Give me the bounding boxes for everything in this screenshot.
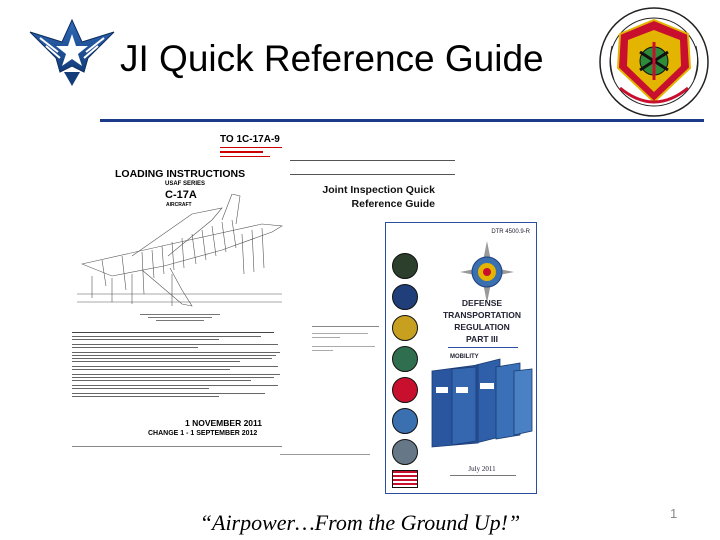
- joint-guide-document: Joint Inspection Quick Reference Guide: [280, 150, 465, 455]
- air-force-seal-icon: [392, 377, 418, 403]
- supplement-block: [220, 147, 282, 158]
- body-text-lines: [72, 332, 282, 399]
- army-seal-icon: [392, 253, 418, 279]
- page-number: 1: [670, 506, 678, 521]
- flag-icon: [392, 470, 418, 488]
- dla-seal-icon: [392, 439, 418, 465]
- binders-image: [431, 358, 533, 448]
- dtr-title-underline: [448, 347, 518, 348]
- aircraft-drawing: [77, 194, 283, 307]
- dtr-date-note: [450, 475, 516, 476]
- loading-date: 1 NOVEMBER 2011: [185, 418, 263, 428]
- loading-change: CHANGE 1 - 1 SEPTEMBER 2012: [148, 430, 258, 437]
- joint-guide-title-line2: Reference Guide: [351, 198, 435, 210]
- guide-top-line-2: [290, 174, 455, 175]
- title-divider: [100, 119, 704, 122]
- dtr-title-line2: TRANSPORTATION: [442, 310, 522, 320]
- dtr-subtitle: MOBILITY: [450, 354, 479, 360]
- marine-seal-icon: [392, 315, 418, 341]
- page-title: JI Quick Reference Guide: [120, 38, 544, 79]
- slogan: “Airpower…From the Ground Up!”: [199, 510, 521, 535]
- dtr-date: July 2011: [468, 465, 496, 473]
- loading-instructions-document: TO 1C-17A-9 LOADING INSTRUCTIONS USAF SE…: [70, 126, 285, 461]
- loading-heading: LOADING INSTRUCTIONS: [115, 168, 246, 180]
- joint-guide-title-line1: Joint Inspection Quick: [322, 184, 435, 196]
- guide-top-line: [290, 160, 455, 161]
- footer-line: [72, 446, 282, 447]
- navy-seal-icon: [392, 284, 418, 310]
- service-seals: [392, 253, 422, 488]
- aircraft-sub-label: AIRCRAFT: [166, 202, 192, 208]
- dtr-title-line1: DEFENSE: [461, 298, 503, 308]
- coast-guard-seal-icon: [392, 346, 418, 372]
- dtr-title-line4: PART III: [466, 334, 498, 344]
- dod-seal-icon: [460, 241, 514, 303]
- dtr-document: DTR 4500.9-R DEFENSE TRANSPORTATION REGU…: [385, 222, 537, 494]
- command-seal-icon: [599, 7, 709, 117]
- series-label: USAF SERIES: [165, 181, 206, 187]
- guide-contact-lines: [312, 326, 382, 354]
- air-force-wings-icon: [29, 18, 115, 86]
- dtr-title-line3: REGULATION: [454, 322, 510, 332]
- to-number: TO 1C-17A-9: [220, 134, 280, 145]
- guide-bottom-line: [280, 454, 370, 455]
- aircraft-caption: [140, 312, 220, 323]
- aircraft-label: C-17A: [165, 189, 197, 201]
- transcom-seal-icon: [392, 408, 418, 434]
- dtr-number: DTR 4500.9-R: [491, 229, 530, 235]
